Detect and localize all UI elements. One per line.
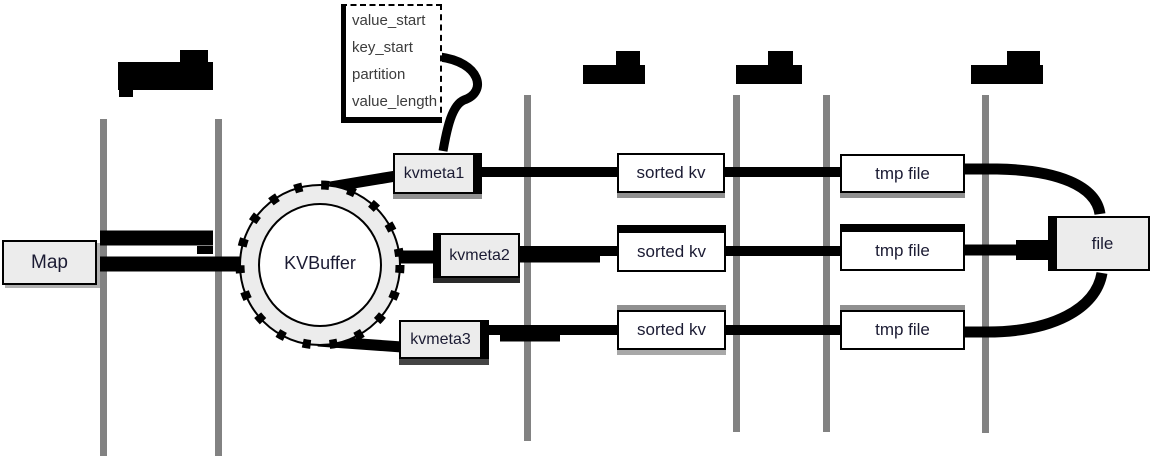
node-kvmeta1: kvmeta1: [393, 153, 482, 194]
lane-divider-3: [524, 95, 531, 441]
wire-kvbuffer-kvmeta1: [329, 170, 397, 193]
node-sorted-kv-3: sorted kv: [617, 310, 726, 350]
lane-divider-1: [100, 119, 107, 456]
field-key-start: key_start: [352, 39, 413, 57]
lane-divider-2: [215, 119, 222, 456]
node-kvbuffer-label: KVBuffer: [284, 253, 356, 273]
field-value-length: value_length: [352, 92, 438, 110]
wire-kvbuffer-kvmeta3: [317, 335, 403, 353]
node-kvmeta2: kvmeta2: [433, 233, 520, 278]
node-tmp-file-2: tmp file: [840, 224, 965, 271]
wire-annotation-kvmeta1: [438, 52, 482, 152]
node-sorted-kv-1: sorted kv: [617, 153, 725, 193]
node-file: file: [1048, 216, 1150, 271]
lane-divider-5: [823, 95, 830, 432]
node-tmp-file-3: tmp file: [840, 310, 965, 350]
node-kvmeta3: kvmeta3: [399, 320, 489, 359]
kvmeta-fields-box: value_start key_start partition value_le…: [341, 4, 442, 123]
lane-divider-6: [982, 95, 989, 433]
node-tmp-file-1: tmp file: [840, 154, 965, 193]
lane-divider-4: [733, 95, 740, 432]
node-sorted-kv-2: sorted kv: [617, 225, 726, 272]
field-value-start: value_start: [352, 12, 426, 30]
field-partition: partition: [352, 65, 406, 83]
node-map: Map: [2, 240, 97, 285]
